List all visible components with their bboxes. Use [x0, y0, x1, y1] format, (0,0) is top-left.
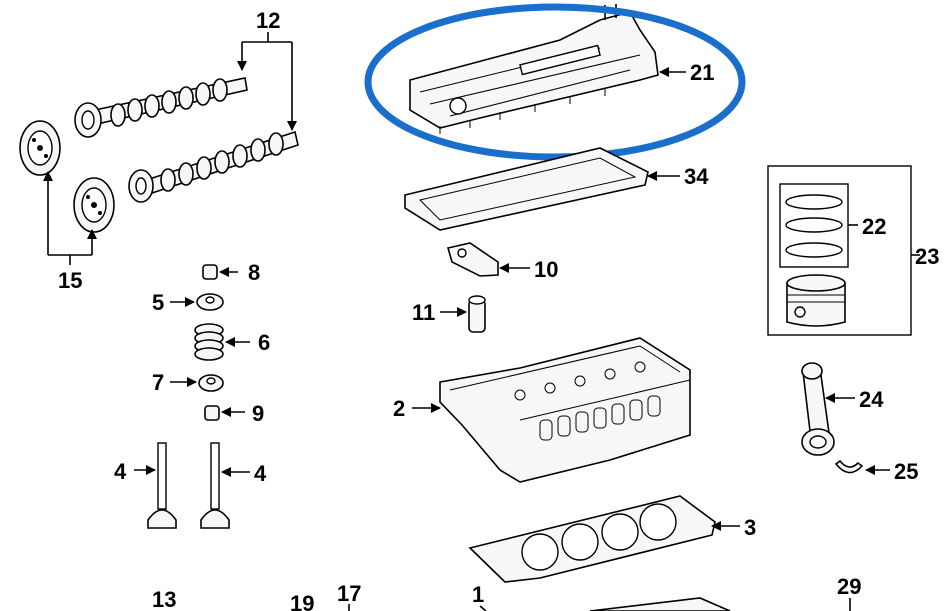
intake-valve[interactable]	[147, 442, 177, 529]
callout-4b[interactable]: 4	[254, 461, 267, 486]
callout-1[interactable]: 1	[472, 582, 484, 607]
callout-4a[interactable]: 4	[114, 459, 127, 484]
highlight-circle	[364, 3, 746, 161]
callout-8[interactable]: 8	[248, 260, 260, 285]
cylinder-head-cover-gasket[interactable]	[404, 147, 649, 231]
rocker-arm[interactable]	[446, 242, 499, 277]
cylinder-head-cover[interactable]	[409, 4, 659, 134]
engine-block-partial	[589, 597, 731, 611]
valve-keeper[interactable]	[202, 264, 218, 280]
callout-6[interactable]: 6	[258, 330, 270, 355]
exhaust-valve[interactable]	[200, 442, 230, 529]
piston-rings[interactable]	[785, 194, 843, 258]
cylinder-head[interactable]	[439, 337, 691, 483]
valve-stem-seal[interactable]	[204, 405, 220, 421]
callout-25[interactable]: 25	[894, 459, 918, 484]
hydraulic-lash-adjuster[interactable]	[468, 295, 486, 333]
callout-5[interactable]: 5	[152, 290, 164, 315]
callout-17[interactable]: 17	[337, 581, 361, 606]
valve-spring[interactable]	[194, 323, 224, 361]
valve-spring-seat[interactable]	[198, 374, 224, 392]
camshaft-upper[interactable]	[74, 77, 248, 138]
connecting-rod[interactable]	[801, 362, 835, 456]
camshaft-sprocket-upper[interactable]	[19, 120, 61, 176]
callout-22[interactable]: 22	[862, 214, 886, 239]
callout-21[interactable]: 21	[690, 60, 714, 85]
piston-assembly-box	[767, 165, 912, 336]
camshaft-sprocket-lower[interactable]	[73, 177, 115, 233]
callout-15[interactable]: 15	[58, 268, 82, 293]
callout-13[interactable]: 13	[152, 587, 176, 611]
callout-34[interactable]: 34	[684, 164, 709, 189]
piston[interactable]	[786, 274, 846, 327]
callout-7[interactable]: 7	[152, 370, 164, 395]
camshaft-lower[interactable]	[128, 130, 299, 203]
callout-29[interactable]: 29	[837, 574, 861, 599]
callout-3[interactable]: 3	[744, 515, 756, 540]
callout-10[interactable]: 10	[534, 257, 558, 282]
callout-2[interactable]: 2	[393, 396, 405, 421]
callout-12-leader	[237, 32, 297, 131]
callout-24[interactable]: 24	[859, 387, 884, 412]
cylinder-head-gasket[interactable]	[468, 495, 716, 583]
callout-11[interactable]: 11	[412, 300, 435, 325]
valve-spring-retainer[interactable]	[196, 293, 224, 311]
callout-12[interactable]: 12	[256, 8, 280, 33]
callout-9[interactable]: 9	[252, 401, 264, 426]
callout-23[interactable]: 23	[915, 244, 939, 269]
callout-15-leader	[43, 171, 97, 265]
connecting-rod-bearing[interactable]	[834, 459, 864, 474]
callout-19[interactable]: 19	[290, 591, 314, 611]
